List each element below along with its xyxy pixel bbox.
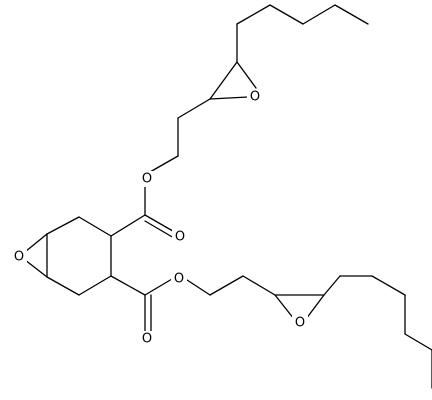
atom-label-o: O — [174, 272, 184, 287]
upper-carbonyl-oxygen: O — [172, 229, 188, 245]
upper-ester-oxygen: O — [139, 171, 155, 187]
bond — [209, 96, 249, 100]
bond — [236, 61, 257, 89]
bond — [334, 4, 369, 25]
bond — [305, 294, 325, 320]
bond — [269, 4, 304, 25]
atom-label-o: O — [14, 250, 24, 265]
bond — [149, 155, 179, 173]
lower-epoxide-oxygen: O — [292, 315, 308, 331]
bond — [209, 61, 238, 100]
bond — [144, 220, 175, 239]
lower-carbonyl-oxygen: O — [139, 331, 155, 347]
atom-label-o: O — [175, 230, 185, 245]
bond — [144, 278, 173, 296]
atom-label-o: O — [142, 172, 152, 187]
ring-epoxide-oxygen: O — [11, 249, 27, 265]
bond — [274, 294, 295, 320]
bond — [46, 276, 80, 296]
bond — [404, 333, 432, 351]
bond — [183, 277, 211, 296]
bond — [242, 275, 276, 296]
bond — [78, 275, 112, 296]
bond — [110, 275, 146, 296]
bond — [110, 214, 146, 237]
bond — [78, 216, 112, 237]
bond — [302, 4, 336, 25]
bond — [177, 98, 211, 119]
atom-label-set: O O O O O O O — [11, 89, 308, 347]
atom-label-o: O — [142, 332, 152, 347]
bond — [209, 275, 244, 296]
atom-label-o: O — [295, 316, 305, 331]
bond-set — [19, 4, 432, 389]
atom-label-o: O — [250, 90, 260, 105]
bond — [323, 275, 341, 296]
bond — [46, 216, 80, 235]
bond — [371, 275, 406, 296]
upper-epoxide-oxygen: O — [247, 89, 263, 105]
lower-ester-oxygen: O — [171, 271, 187, 287]
bond — [236, 4, 271, 25]
